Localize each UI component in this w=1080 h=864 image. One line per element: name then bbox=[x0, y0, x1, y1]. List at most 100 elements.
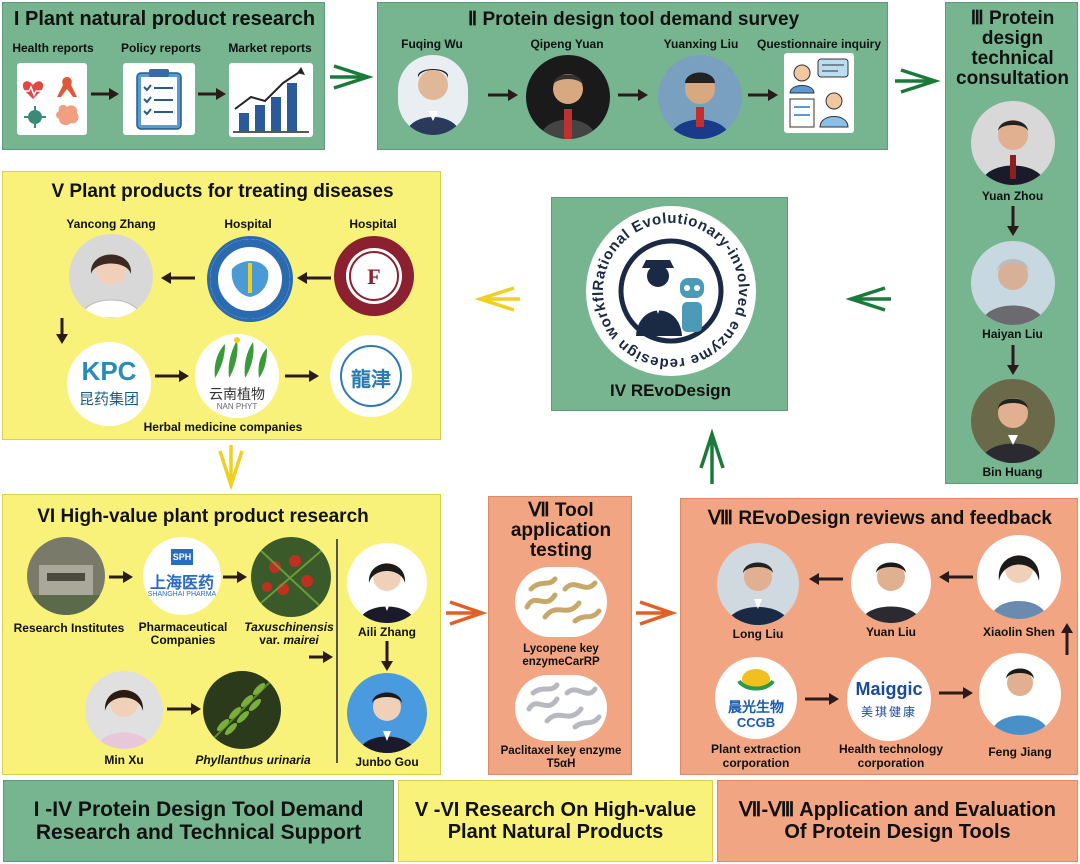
arrow-right-icon bbox=[748, 89, 778, 101]
label-bin-huang: Bin Huang bbox=[982, 465, 1043, 479]
clipboard-icon bbox=[136, 69, 182, 130]
label-yuan-zhou: Yuan Zhou bbox=[981, 189, 1044, 203]
panel-title: V Plant products for treating diseases bbox=[51, 181, 394, 202]
arrow-right-icon bbox=[91, 88, 119, 100]
robot-icon bbox=[680, 278, 704, 332]
sph-logo-subtext: SHANGHAI PHARMA bbox=[147, 591, 217, 598]
arrow-down-icon bbox=[1007, 345, 1019, 375]
avatar bbox=[979, 653, 1061, 735]
arrow-left-icon bbox=[474, 286, 520, 312]
panel-revodesign: Rational Evolutionary-involved enzyme re… bbox=[551, 197, 788, 411]
heart-icon bbox=[22, 81, 44, 99]
avatar bbox=[526, 55, 610, 139]
avatar bbox=[347, 673, 427, 753]
panel-title: Ⅲ Protein design technical consultation bbox=[956, 8, 1069, 89]
label-xiaolin-shen: Xiaolin Shen bbox=[982, 625, 1055, 639]
arrow-down-icon bbox=[218, 445, 244, 491]
longjin-logo-text: 龍津 bbox=[351, 369, 391, 391]
arrow-right-icon bbox=[330, 64, 374, 90]
revodesign-logo: Rational Evolutionary-involved enzyme re… bbox=[586, 206, 756, 376]
label-yuanxing-liu: Yuanxing Liu bbox=[663, 37, 739, 51]
virus-icon bbox=[28, 110, 42, 124]
label-hospital: Hospital bbox=[224, 217, 272, 231]
bar-chart-icon bbox=[233, 67, 309, 133]
pilot-icon bbox=[636, 260, 682, 336]
yunnan-phyto-subtext: NAN PHYT bbox=[216, 402, 258, 411]
label-paclitaxel-key-enzyme: Paclitaxel key enzyme T5αH bbox=[500, 745, 622, 771]
panel-title: I Plant natural product research bbox=[13, 8, 316, 30]
arrow-right-icon bbox=[223, 571, 247, 583]
divider bbox=[336, 539, 338, 763]
brain-icon bbox=[56, 104, 79, 126]
person-avatar-icon bbox=[991, 555, 1047, 619]
person-avatar-icon bbox=[981, 120, 1045, 185]
panel-title: IV REvoDesign bbox=[610, 381, 731, 400]
kpc-logo-subtext: 昆药集团 bbox=[78, 391, 139, 408]
person-avatar-icon bbox=[981, 398, 1045, 463]
arrow-right-icon bbox=[167, 703, 201, 715]
person-avatar-icon bbox=[727, 562, 789, 625]
panel-title: Ⅱ Protein design tool demand survey bbox=[467, 9, 800, 30]
arrow-right-icon bbox=[805, 693, 839, 705]
avatar bbox=[851, 543, 931, 623]
arrow-right-icon bbox=[446, 600, 488, 626]
label-hospital: Hospital bbox=[349, 217, 397, 231]
arrow-right-icon bbox=[488, 89, 518, 101]
avatar bbox=[85, 671, 163, 749]
hospital-logo: F bbox=[334, 236, 414, 316]
sph-logo: SPH 上海医药 SHANGHAI PHARMA bbox=[143, 537, 221, 615]
label-yuan-liu: Yuan Liu bbox=[865, 625, 916, 639]
health-reports-icon bbox=[17, 63, 87, 135]
ccgb-logo-text: 晨光生物 bbox=[728, 699, 784, 715]
arrow-right-icon bbox=[198, 88, 226, 100]
person-avatar-icon bbox=[406, 69, 460, 135]
avatar bbox=[971, 241, 1055, 325]
label-long-liu: Long Liu bbox=[732, 627, 784, 641]
label-health-technology-corporation: Health technology corporation bbox=[838, 742, 943, 770]
arrow-up-icon bbox=[1061, 623, 1073, 655]
label-market-reports: Market reports bbox=[228, 41, 312, 55]
kpc-logo-text: KPC bbox=[81, 356, 137, 386]
person-avatar-icon bbox=[359, 692, 415, 753]
arrow-right-icon bbox=[895, 68, 941, 94]
person-avatar-icon bbox=[80, 254, 142, 318]
ribbon-icon bbox=[57, 77, 77, 97]
label-haiyan-liu: Haiyan Liu bbox=[982, 327, 1043, 341]
person-avatar-icon bbox=[861, 562, 921, 623]
research-institute-photo bbox=[27, 537, 105, 615]
person-avatar-icon bbox=[991, 668, 1049, 735]
label-feng-jiang: Feng Jiang bbox=[988, 745, 1052, 759]
sph-logo-text: 上海医药 bbox=[149, 575, 214, 592]
avatar bbox=[69, 234, 153, 318]
maiggic-logo: Maiggic 美琪健康 bbox=[847, 657, 931, 741]
arrow-right-icon bbox=[285, 370, 319, 382]
avatar bbox=[717, 543, 799, 625]
ccgb-logo-subtext: CCGB bbox=[736, 715, 776, 730]
longjin-logo: 龍津 bbox=[330, 335, 412, 417]
hospital-logo bbox=[207, 236, 293, 322]
avatar bbox=[398, 55, 468, 135]
arrow-right-icon bbox=[109, 571, 133, 583]
label-policy-reports: Policy reports bbox=[120, 41, 202, 55]
ccgb-logo: 晨光生物 CCGB bbox=[715, 657, 797, 739]
arrow-up-icon bbox=[699, 428, 725, 484]
enzyme-structure-icon bbox=[515, 567, 607, 637]
arrow-left-icon bbox=[939, 571, 973, 583]
label-health-reports: Health reports bbox=[12, 41, 94, 55]
panel-protein-design-tool-demand-survey: Ⅱ Protein design tool demand survey Fuqi… bbox=[377, 2, 888, 150]
taxus-plant-photo bbox=[251, 537, 331, 617]
panel-title: VI High-value plant product research bbox=[37, 506, 369, 527]
avatar bbox=[971, 101, 1055, 185]
avatar bbox=[971, 379, 1055, 463]
label-fuqing-wu: Fuqing Wu bbox=[401, 37, 463, 51]
label-plant-extraction-corporation: Plant extraction corporation bbox=[710, 742, 802, 770]
person-avatar-icon bbox=[359, 563, 415, 623]
panel-title: Ⅶ Tool application testing bbox=[510, 500, 612, 561]
arrow-right-icon bbox=[636, 600, 678, 626]
legend-salmon: Ⅶ-Ⅷ Application and Evaluation Of Protei… bbox=[717, 780, 1078, 862]
label-min-xu: Min Xu bbox=[104, 753, 144, 767]
label-phyllanthus-urinaria: Phyllanthus urinaria bbox=[195, 753, 311, 767]
avatar bbox=[977, 535, 1061, 619]
arrow-right-icon bbox=[309, 651, 333, 663]
